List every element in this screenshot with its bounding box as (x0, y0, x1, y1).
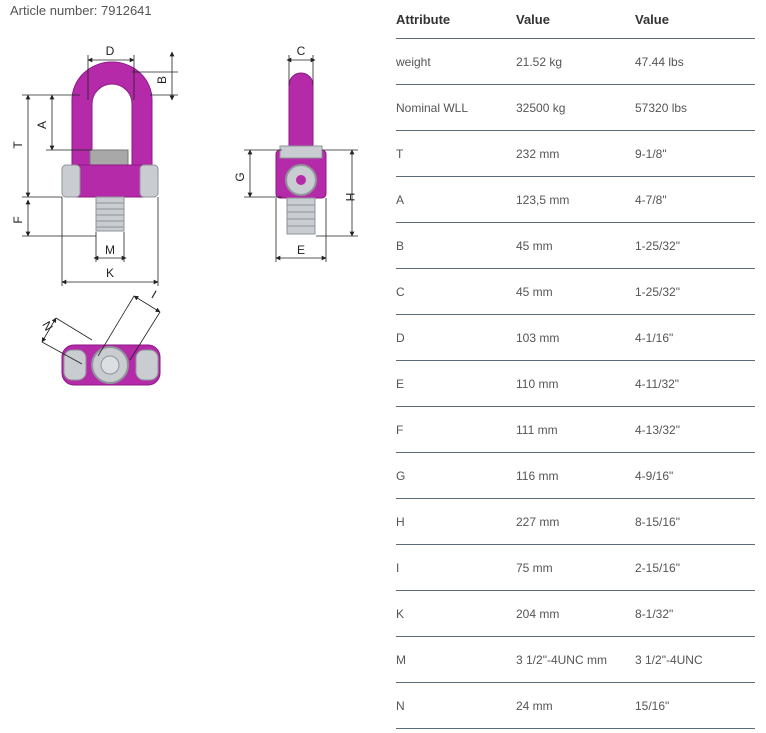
technical-drawing: D B A T F M K C G H E (11, 44, 358, 386)
cell-attribute: F (396, 406, 516, 453)
cell-attribute: B (396, 222, 516, 269)
cell-value-metric: 3 1/2"-4UNC mm (516, 636, 635, 683)
dim-label-m: M (105, 243, 115, 257)
cell-attribute: N (396, 682, 516, 729)
cell-value-imperial: 15/16" (635, 682, 755, 729)
cell-value-metric: 123,5 mm (516, 176, 635, 223)
cell-value-metric: 45 mm (516, 222, 635, 269)
dim-label-c: C (297, 44, 306, 58)
cell-attribute: T (396, 130, 516, 177)
cell-value-metric: 232 mm (516, 130, 635, 177)
cell-attribute: D (396, 314, 516, 361)
cell-value-imperial: 3 1/2"-4UNC (635, 636, 755, 683)
cell-value-metric: 32500 kg (516, 84, 635, 131)
cell-attribute: E (396, 360, 516, 407)
cell-attribute: weight (396, 38, 516, 85)
cell-value-imperial: 8-15/16" (635, 498, 755, 545)
dim-label-b: B (155, 76, 169, 84)
cell-attribute: Nominal WLL (396, 84, 516, 131)
column-header-value-metric: Value (516, 0, 635, 39)
dim-label-k: K (106, 266, 114, 280)
cell-value-imperial: 8-1/32" (635, 590, 755, 637)
cell-value-metric: 103 mm (516, 314, 635, 361)
cell-value-imperial: 9-1/8" (635, 130, 755, 177)
dim-label-g: G (233, 172, 247, 181)
table-header-row: Attribute Value Value (396, 0, 755, 39)
cell-attribute: M (396, 636, 516, 683)
cell-value-metric: 21.52 kg (516, 38, 635, 85)
cell-value-imperial: 4-13/32" (635, 406, 755, 453)
dim-label-n: N (39, 319, 55, 334)
cell-attribute: H (396, 498, 516, 545)
column-header-attribute: Attribute (396, 0, 516, 39)
cell-value-imperial: 4-1/16" (635, 314, 755, 361)
dim-label-f: F (11, 216, 25, 223)
cell-value-imperial: 4-11/32" (635, 360, 755, 407)
cell-attribute: A (396, 176, 516, 223)
cell-value-imperial: 1-25/32" (635, 222, 755, 269)
cell-value-imperial: 47.44 lbs (635, 38, 755, 85)
cell-value-imperial: 1-25/32" (635, 268, 755, 315)
cell-value-metric: 111 mm (516, 406, 635, 453)
article-number: Article number: 7912641 (10, 3, 152, 18)
dim-label-h: H (343, 193, 357, 202)
cell-value-imperial: 57320 lbs (635, 84, 755, 131)
cell-value-metric: 110 mm (516, 360, 635, 407)
cell-value-metric: 75 mm (516, 544, 635, 591)
cell-value-metric: 116 mm (516, 452, 635, 499)
dim-label-a: A (35, 121, 49, 129)
cell-value-imperial: 2-15/16" (635, 544, 755, 591)
top-view: I N (39, 288, 161, 386)
dim-label-d: D (106, 44, 115, 58)
dim-label-t: T (11, 141, 25, 149)
cell-value-metric: 227 mm (516, 498, 635, 545)
cell-attribute: I (396, 544, 516, 591)
cell-attribute: C (396, 268, 516, 315)
cell-attribute: K (396, 590, 516, 637)
column-header-value-imperial: Value (635, 0, 755, 39)
cell-value-imperial: 4-9/16" (635, 452, 755, 499)
dim-label-e: E (297, 243, 305, 257)
front-view: D B A T F M K (11, 44, 178, 286)
cell-value-metric: 45 mm (516, 268, 635, 315)
dim-label-i: I (149, 288, 159, 302)
cell-value-imperial: 4-7/8" (635, 176, 755, 223)
cell-value-metric: 24 mm (516, 682, 635, 729)
cell-value-metric: 204 mm (516, 590, 635, 637)
cell-attribute: G (396, 452, 516, 499)
side-view: C G H E (233, 44, 358, 262)
